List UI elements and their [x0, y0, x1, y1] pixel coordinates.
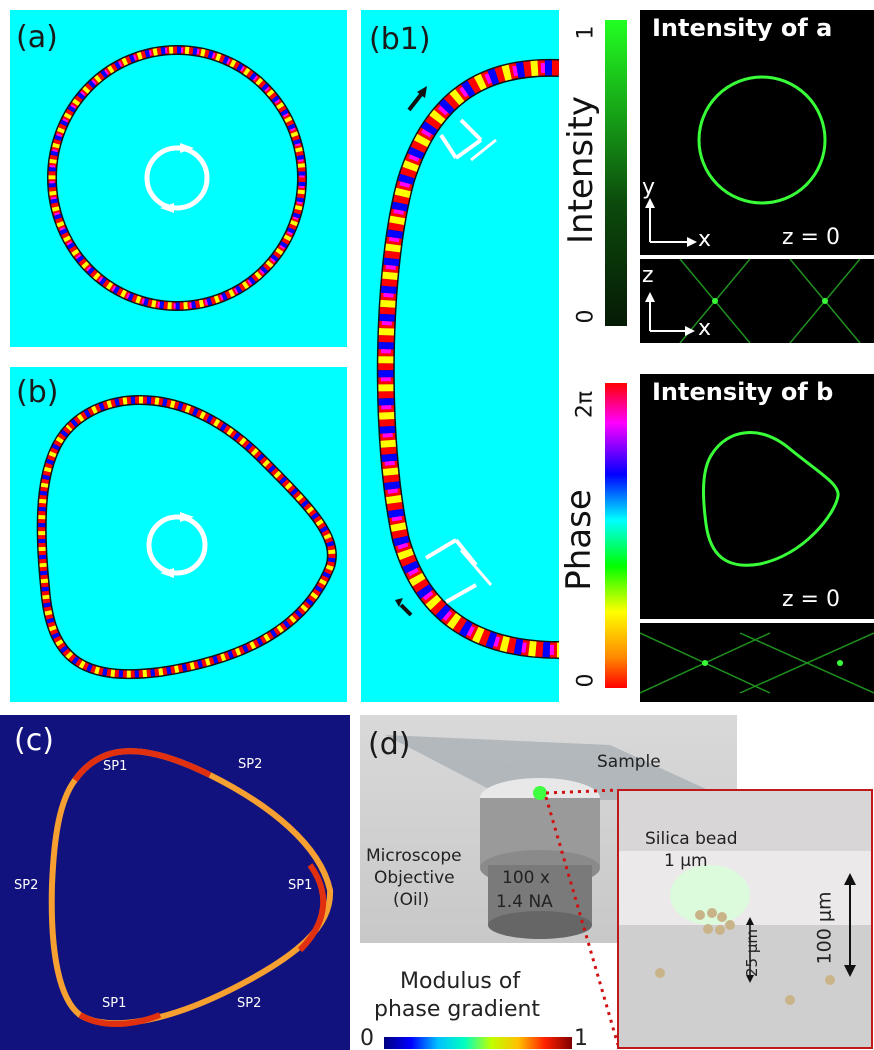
- panel-b-label: (b): [16, 375, 59, 410]
- bead-label-2: 1 μm: [664, 851, 708, 871]
- panel-c: (c) SP1 SP2 SP2 SP1 SP1 SP2: [0, 715, 350, 1050]
- intensity-min-tick: 0: [573, 309, 599, 324]
- panel-d-label: (d): [368, 727, 411, 762]
- intensity-a-title: Intensity of a: [652, 14, 833, 42]
- sp-label: SP2: [237, 996, 262, 1011]
- panel-b-ring: [36, 394, 337, 680]
- intensity-a-z-label: z = 0: [782, 225, 840, 250]
- intensity-a-x2-axis: x: [698, 316, 712, 341]
- phase-label: Phase: [559, 489, 599, 591]
- magnification-line-1: 100 x: [502, 868, 550, 888]
- intensity-a-z-axis: z: [642, 263, 654, 288]
- panel-a-ring: [47, 45, 307, 311]
- bead-label-1: Silica bead: [645, 829, 738, 849]
- distance-25-label: 25 μm: [743, 928, 762, 978]
- intensity-a-y-axis: y: [642, 175, 656, 200]
- panel-a: (a): [10, 10, 347, 347]
- intensity-colorbar: [605, 20, 627, 326]
- intensity-a-xz-panel: z x: [640, 259, 874, 343]
- intensity-label: Intensity: [561, 96, 601, 244]
- intensity-b-title: Intensity of b: [652, 378, 834, 406]
- intensity-a-xz-beams: [645, 259, 861, 343]
- magnification-line-2: 1.4 NA: [496, 892, 553, 912]
- sp-label: SP1: [288, 878, 313, 893]
- objective-line-1: Microscope: [366, 846, 462, 866]
- distance-100-label: 100 μm: [813, 891, 836, 965]
- sample-label: Sample: [597, 752, 661, 772]
- panel-b1: (b1): [361, 10, 559, 702]
- sp-label: SP1: [102, 996, 127, 1011]
- intensity-b-xz-beams: [640, 632, 874, 694]
- gradient-colorbar: [384, 1037, 572, 1049]
- intensity-b-z-label: z = 0: [782, 587, 840, 612]
- panel-c-curve: [48, 748, 334, 1027]
- intensity-b-xz-panel: [640, 623, 874, 702]
- panel-a-label: (a): [16, 20, 58, 55]
- intensity-max-tick: 1: [573, 25, 599, 40]
- intensity-b-panel: Intensity of b z = 0: [640, 374, 874, 619]
- intensity-a-ring: [645, 75, 827, 247]
- phase-max-tick: 2π: [572, 390, 598, 419]
- intensity-b-ring: [702, 431, 840, 567]
- panel-d: (d) Sample Microscope Objective (Oil) 10…: [360, 715, 874, 1050]
- gradient-title-2: phase gradient: [374, 997, 541, 1022]
- gradient-max-tick: 1: [574, 1026, 588, 1050]
- gradient-min-tick: 0: [360, 1026, 374, 1050]
- panel-b1-label: (b1): [369, 22, 431, 57]
- sp-label: SP2: [14, 878, 39, 893]
- phase-colorbar: [605, 383, 627, 688]
- panel-b1-curve: [376, 58, 559, 659]
- panel-d-drawing: [385, 735, 873, 1049]
- sp-label: SP2: [238, 757, 263, 772]
- intensity-a-x-axis: x: [698, 227, 712, 252]
- gradient-title-1: Modulus of: [400, 969, 521, 994]
- objective-line-3: (Oil): [393, 890, 430, 910]
- sp-label: SP1: [103, 759, 128, 774]
- objective-line-2: Objective: [374, 868, 455, 888]
- panel-b: (b): [10, 367, 347, 702]
- intensity-a-panel: Intensity of a y x z = 0: [640, 10, 874, 255]
- phase-min-tick: 0: [573, 673, 599, 688]
- panel-c-label: (c): [14, 723, 54, 758]
